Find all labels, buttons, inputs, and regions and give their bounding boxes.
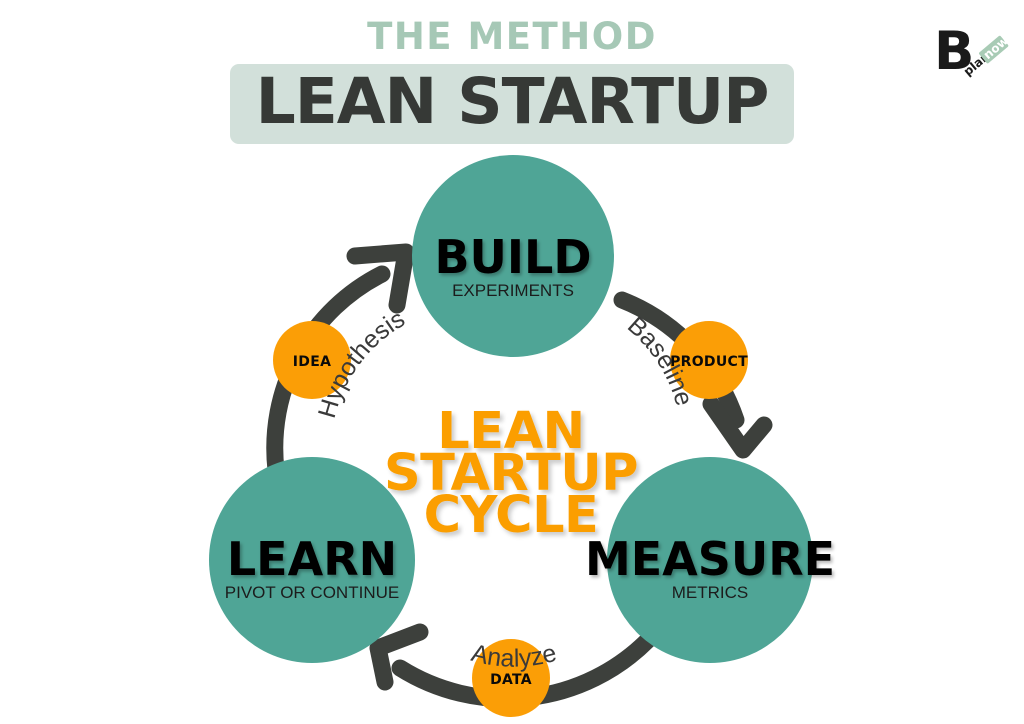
brand-logo[interactable]: B plan now: [926, 16, 1012, 78]
page-title: LEAN STARTUP: [255, 65, 770, 138]
arrowhead-into-build: [346, 243, 415, 314]
idea-badge-circle[interactable]: [273, 321, 351, 399]
badge-data[interactable]: DATA: [472, 639, 550, 717]
build-title: BUILD: [434, 230, 591, 284]
center-label: LEAN STARTUP CYCLE: [384, 402, 639, 545]
learn-circle[interactable]: [209, 457, 415, 663]
data-badge-circle[interactable]: [472, 639, 550, 717]
center-line-2: STARTUP: [384, 444, 638, 503]
learn-subtitle: PIVOT OR CONTINUE: [225, 583, 399, 602]
measure-title: MEASURE: [585, 532, 835, 586]
badge-product[interactable]: PRODUCT: [670, 321, 748, 399]
learn-title: LEARN: [227, 532, 397, 586]
build-circle[interactable]: [412, 155, 614, 357]
product-badge-label: PRODUCT: [670, 354, 748, 370]
node-measure[interactable]: MEASURE METRICS: [585, 457, 835, 663]
logo-now-badge: [979, 35, 1009, 64]
title-band: LEAN STARTUP: [229, 64, 795, 145]
node-build[interactable]: BUILD EXPERIMENTS: [412, 155, 614, 357]
node-learn[interactable]: LEARN PIVOT OR CONTINUE: [209, 457, 415, 663]
badge-idea[interactable]: IDEA: [273, 321, 351, 399]
build-subtitle: EXPERIMENTS: [452, 281, 574, 300]
center-line-1: LEAN: [437, 402, 585, 461]
logo-letter-b: B: [934, 21, 974, 78]
arrowhead-into-measure: [702, 395, 773, 459]
idea-badge-label: IDEA: [293, 354, 331, 370]
eyebrow-text: THE METHOD: [367, 15, 657, 58]
measure-subtitle: METRICS: [672, 583, 749, 602]
measure-circle[interactable]: [607, 457, 813, 663]
arrowhead-into-learn: [369, 623, 429, 691]
data-badge-label: DATA: [490, 672, 532, 688]
header: THE METHOD LEAN STARTUP: [0, 15, 1024, 145]
center-line-3: CYCLE: [424, 486, 599, 545]
product-badge-circle[interactable]: [670, 321, 748, 399]
